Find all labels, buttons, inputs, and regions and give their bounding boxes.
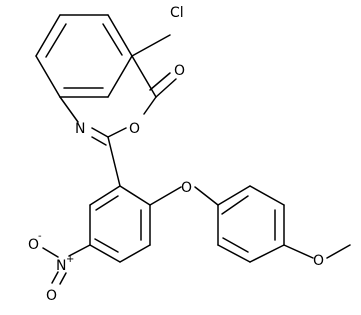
bond	[221, 195, 249, 215]
bond	[119, 244, 151, 263]
ring-nitrogen-label: N	[75, 121, 85, 137]
bond	[45, 23, 67, 58]
bond	[222, 237, 249, 253]
bond	[155, 78, 177, 98]
bond	[59, 272, 67, 285]
bond	[95, 195, 119, 211]
bond	[119, 185, 151, 206]
bond	[35, 14, 61, 57]
nitro-oxygen-top-label: O	[28, 237, 39, 253]
bond	[283, 244, 314, 259]
bond	[94, 238, 119, 253]
bond	[131, 55, 157, 98]
carbonyl-oxygen-label: O	[174, 63, 185, 79]
bond	[217, 244, 251, 263]
bond	[194, 186, 219, 206]
bond	[35, 55, 61, 98]
nitro-oxygen-bottom-label: O	[46, 288, 57, 304]
bonds	[35, 14, 351, 285]
nitro-nitrogen-charge: +	[66, 254, 74, 265]
bond	[59, 96, 79, 123]
bond	[149, 186, 182, 206]
bond	[107, 14, 133, 57]
bond	[326, 244, 351, 259]
ether-oxygen-label: O	[181, 180, 192, 196]
bond	[107, 127, 127, 138]
bond	[89, 185, 121, 206]
bond	[91, 136, 107, 146]
bond	[102, 23, 123, 56]
nitro-oxygen-top-charge: -	[38, 231, 42, 242]
bond	[149, 72, 171, 91]
ring-oxygen-label: O	[129, 121, 140, 137]
bond	[107, 136, 121, 187]
bond	[51, 271, 59, 284]
bond	[42, 247, 59, 258]
bond	[143, 96, 157, 115]
bond	[91, 127, 109, 138]
bond	[249, 244, 285, 263]
atom-labels: Cl O O N O O N + O - O	[28, 5, 324, 304]
bond	[68, 244, 91, 257]
nitro-nitrogen-label: N	[56, 258, 66, 274]
bond	[89, 244, 121, 263]
bond	[131, 34, 171, 57]
methoxy-oxygen-label: O	[313, 253, 324, 269]
bond	[249, 185, 285, 206]
bond	[107, 55, 133, 98]
chlorine-label: Cl	[170, 5, 184, 21]
bond	[217, 185, 251, 206]
